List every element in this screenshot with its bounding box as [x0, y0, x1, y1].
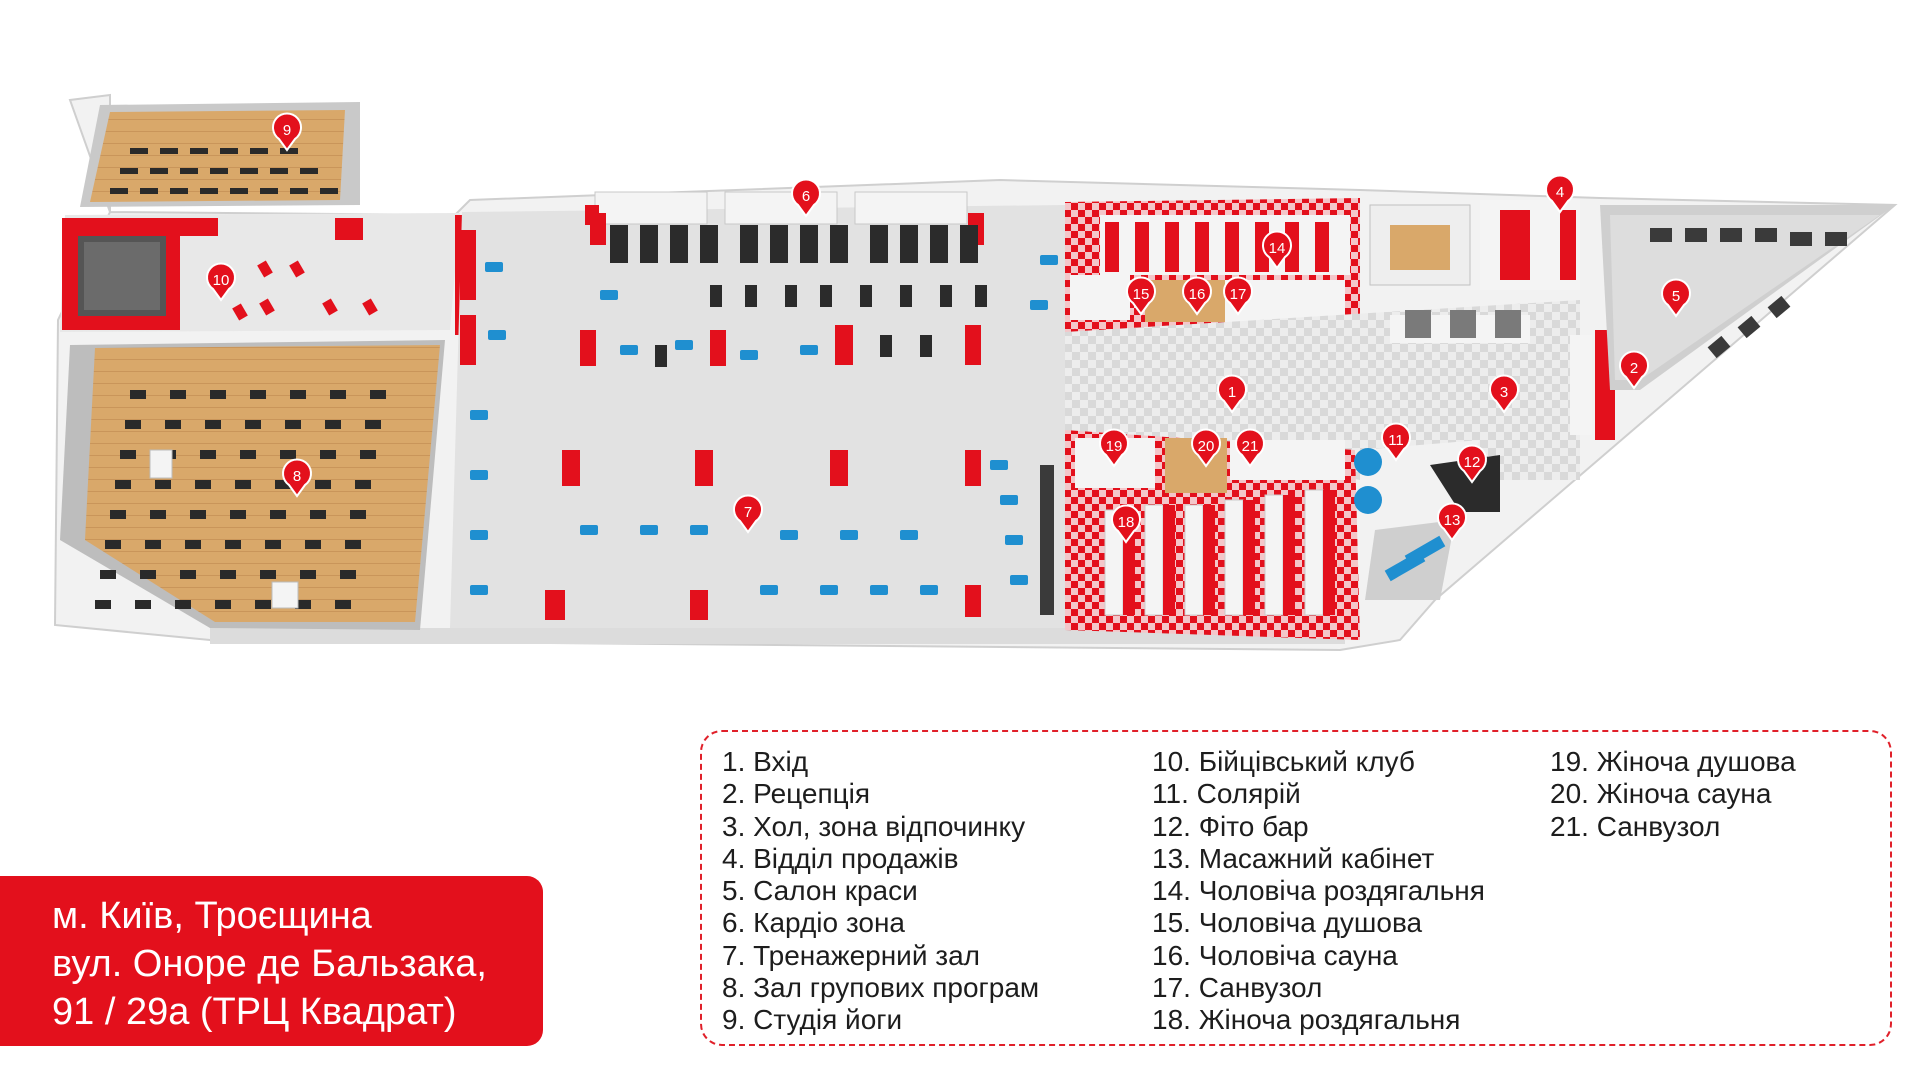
map-marker-label: 14 — [1269, 240, 1286, 257]
legend-item: 13. Масажний кабінет — [1152, 842, 1435, 874]
map-marker: 15 — [1126, 276, 1156, 316]
womens-changing-area — [1065, 430, 1360, 640]
legend-item: 12. Фіто бар — [1152, 810, 1309, 842]
map-marker: 16 — [1182, 276, 1212, 316]
map-marker: 9 — [272, 112, 302, 152]
map-marker: 2 — [1619, 350, 1649, 390]
legend-item: 4. Відділ продажів — [722, 842, 959, 874]
map-marker: 14 — [1262, 230, 1292, 270]
address-line-building: 91 / 29а (ТРЦ Квадрат) — [52, 991, 457, 1033]
address-line-city: м. Київ, Троєщина — [52, 895, 372, 937]
yoga-studio — [80, 102, 360, 207]
legend-column-1: 1. Вхід 2. Рецепція 3. Хол, зона відпочи… — [722, 746, 1039, 1037]
map-marker-label: 1 — [1228, 384, 1236, 401]
legend-item: 21. Санвузол — [1550, 810, 1721, 842]
legend-item: 10. Бійцівський клуб — [1152, 746, 1415, 777]
legend-item: 14. Чоловіча роздягальня — [1152, 875, 1485, 907]
map-marker: 21 — [1235, 428, 1265, 468]
map-marker-label: 8 — [293, 468, 301, 485]
map-marker: 6 — [791, 178, 821, 218]
map-marker-label: 19 — [1106, 438, 1123, 455]
staircase — [1369, 204, 1471, 286]
map-marker: 20 — [1191, 428, 1221, 468]
legend-item: 19. Жіноча душова — [1550, 746, 1796, 777]
fight-club — [60, 213, 473, 335]
map-marker-label: 13 — [1444, 512, 1461, 529]
map-marker-label: 20 — [1198, 438, 1215, 455]
map-marker: 4 — [1545, 174, 1575, 214]
map-marker-label: 9 — [283, 122, 291, 139]
map-marker-label: 18 — [1118, 514, 1135, 531]
map-marker-label: 2 — [1630, 360, 1638, 377]
map-marker-label: 4 — [1556, 184, 1564, 201]
map-marker-label: 11 — [1388, 432, 1404, 449]
map-marker: 18 — [1111, 504, 1141, 544]
map-marker-label: 7 — [744, 504, 752, 521]
map-marker: 12 — [1457, 444, 1487, 484]
map-marker-label: 21 — [1242, 438, 1259, 455]
map-marker: 19 — [1099, 428, 1129, 468]
map-marker-label: 16 — [1189, 286, 1206, 303]
legend-item: 3. Хол, зона відпочинку — [722, 810, 1026, 842]
legend-item: 16. Чоловіча сауна — [1152, 939, 1398, 971]
map-marker: 10 — [206, 262, 236, 302]
map-marker-label: 6 — [802, 188, 810, 205]
map-marker: 1 — [1217, 374, 1247, 414]
legend-item: 17. Санвузол — [1152, 972, 1323, 1004]
beauty-salon — [1600, 205, 1895, 390]
legend-item: 18. Жіноча роздягальня — [1152, 1004, 1461, 1036]
legend: 1. Вхід 2. Рецепція 3. Хол, зона відпочи… — [700, 730, 1892, 1046]
map-marker: 13 — [1437, 502, 1467, 542]
map-marker-label: 5 — [1672, 288, 1680, 305]
map-marker-label: 12 — [1464, 454, 1481, 471]
legend-column-3: 19. Жіноча душова 20. Жіноча сауна 21. С… — [1550, 746, 1796, 843]
map-marker-label: 10 — [213, 272, 230, 289]
legend-item: 6. Кардіо зона — [722, 907, 905, 939]
gym-floor — [450, 191, 1065, 628]
map-marker: 8 — [282, 458, 312, 498]
legend-item: 2. Рецепція — [722, 778, 871, 810]
address-line-street: вул. Оноре де Бальзака, — [52, 943, 487, 985]
legend-item: 1. Вхід — [722, 746, 809, 777]
legend-item: 20. Жіноча сауна — [1550, 778, 1772, 810]
legend-item: 15. Чоловіча душова — [1152, 907, 1423, 939]
address-panel: м. Київ, Троєщина вул. Оноре де Бальзака… — [0, 876, 543, 1046]
legend-item: 8. Зал групових програм — [722, 972, 1040, 1004]
legend-item: 11. Солярій — [1152, 778, 1301, 810]
map-marker-label: 15 — [1133, 286, 1150, 303]
map-marker-label: 17 — [1230, 286, 1247, 303]
legend-item: 7. Тренажерний зал — [722, 939, 980, 971]
legend-column-2: 10. Бійцівський клуб 11. Солярій 12. Фіт… — [1152, 746, 1485, 1037]
map-marker: 11 — [1381, 422, 1411, 462]
map-marker: 3 — [1489, 374, 1519, 414]
map-marker: 17 — [1223, 276, 1253, 316]
map-marker: 7 — [733, 494, 763, 534]
legend-item: 5. Салон краси — [722, 875, 918, 907]
group-programs-hall — [60, 340, 445, 630]
legend-item: 9. Студія йоги — [722, 1004, 903, 1036]
map-marker-label: 3 — [1500, 384, 1508, 401]
map-marker: 5 — [1661, 278, 1691, 318]
